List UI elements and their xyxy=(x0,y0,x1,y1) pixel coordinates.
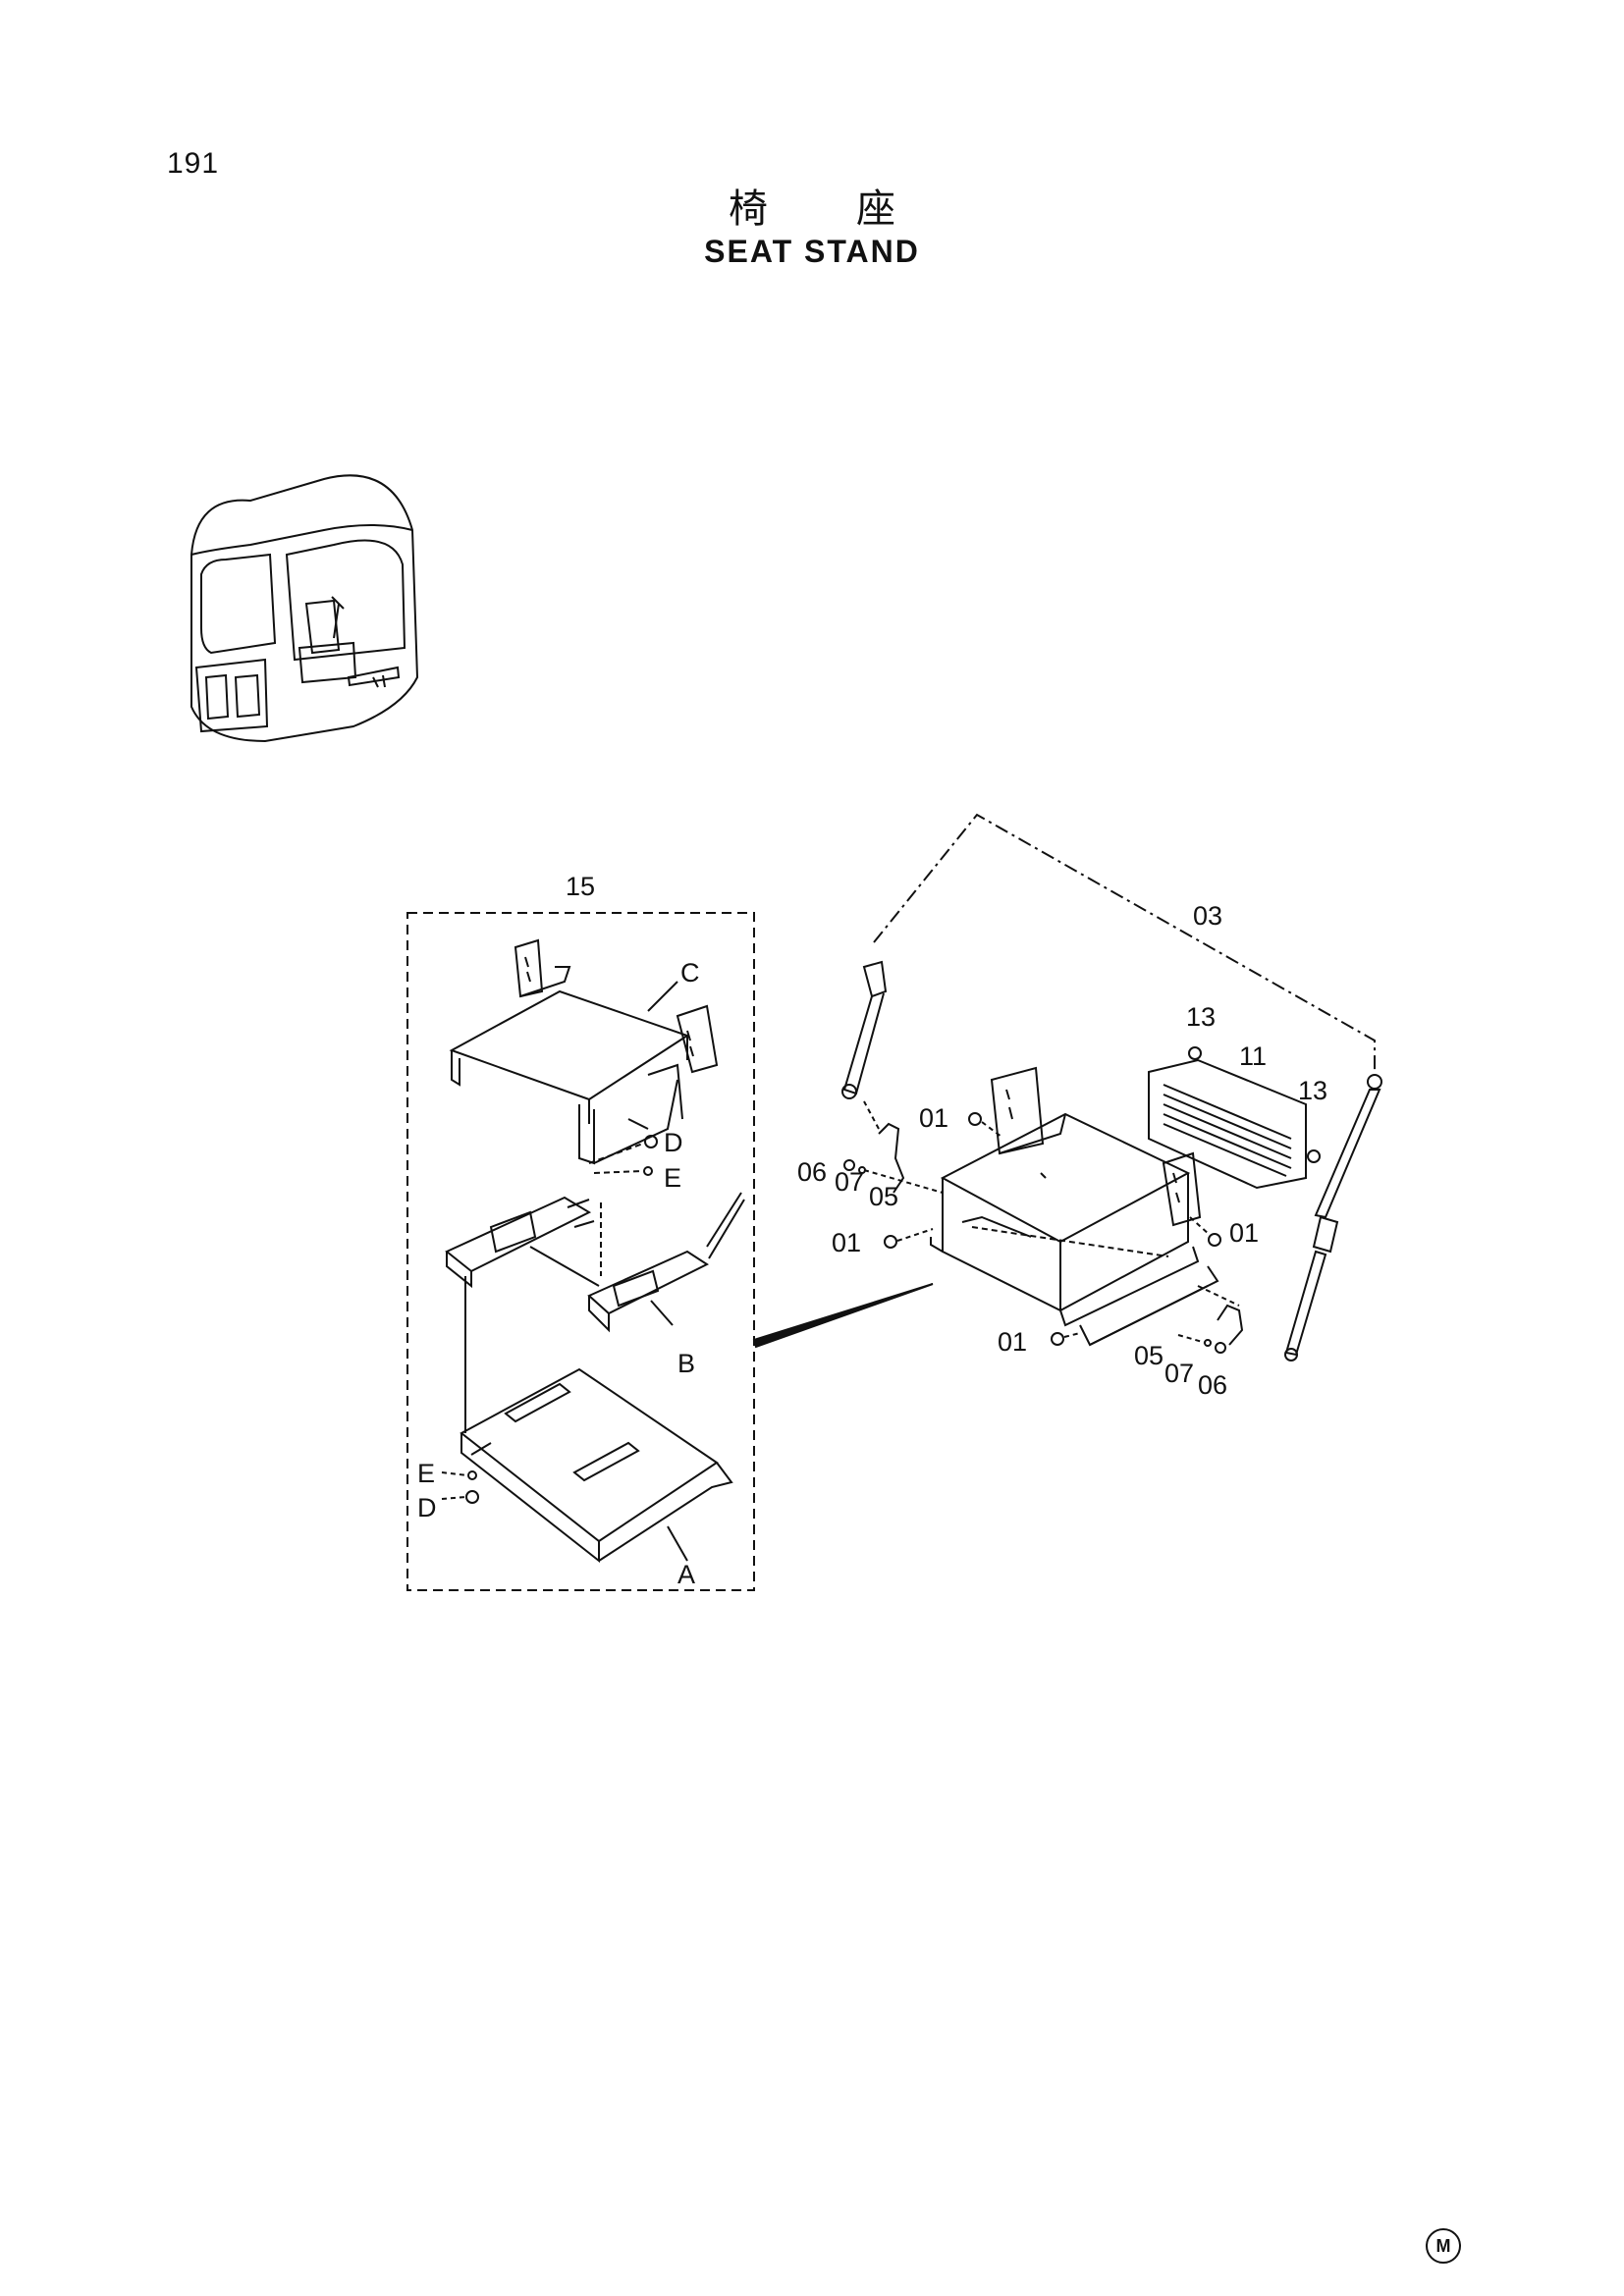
right-gas-spring xyxy=(1284,1074,1382,1362)
label-b: B xyxy=(677,1349,695,1378)
bracket-05-right xyxy=(1217,1304,1244,1346)
bolt-01-mid-left xyxy=(884,1235,897,1249)
label-06-right: 06 xyxy=(1198,1370,1227,1400)
upper-seat-stand-c xyxy=(449,938,719,1165)
label-13-top: 13 xyxy=(1186,1002,1216,1032)
label-a: A xyxy=(677,1560,695,1589)
label-05-right: 05 xyxy=(1134,1341,1164,1370)
label-07-right: 07 xyxy=(1164,1359,1194,1388)
fastener-e-lower xyxy=(467,1470,477,1480)
manufacturer-logo: M xyxy=(1426,2228,1461,2264)
page-number: 191 xyxy=(167,147,220,180)
label-d-upper: D xyxy=(664,1128,683,1157)
fastener-d-lower xyxy=(465,1490,479,1504)
title-english: SEAT STAND xyxy=(704,234,920,269)
fastener-d-upper xyxy=(644,1135,658,1148)
nut-13-right xyxy=(1307,1149,1321,1163)
bolt-01-top xyxy=(968,1112,982,1126)
title-jp-char-1: 椅 xyxy=(729,187,768,232)
leader-03 xyxy=(873,813,1376,1070)
assembly-15-dashed-frame xyxy=(406,912,755,1591)
nut-13-top xyxy=(1188,1046,1202,1060)
title-jp-char-2: 座 xyxy=(856,187,895,232)
label-e-lower: E xyxy=(417,1459,435,1488)
cab-overview-illustration xyxy=(190,474,419,743)
label-01-mid-left: 01 xyxy=(832,1228,861,1257)
bolt-06-left xyxy=(843,1159,855,1171)
left-gas-spring xyxy=(841,960,888,1099)
bolt-06-right xyxy=(1215,1342,1226,1354)
label-06-left: 06 xyxy=(797,1157,827,1187)
label-01-mid-right: 01 xyxy=(1229,1218,1259,1248)
label-07-left: 07 xyxy=(835,1167,864,1197)
label-01-top: 01 xyxy=(919,1103,948,1133)
label-01-bottom: 01 xyxy=(998,1327,1027,1357)
label-05-left: 05 xyxy=(869,1182,898,1211)
slide-rails-b xyxy=(445,1192,745,1333)
label-d-lower: D xyxy=(417,1493,437,1522)
label-15: 15 xyxy=(566,872,595,901)
bolt-01-mid-right xyxy=(1208,1233,1221,1247)
base-plate-a xyxy=(460,1276,733,1564)
fastener-e-upper xyxy=(643,1166,653,1176)
label-03: 03 xyxy=(1193,901,1222,931)
assembly-pointer xyxy=(752,1283,934,1349)
label-e-upper: E xyxy=(664,1163,681,1193)
label-c: C xyxy=(680,958,700,988)
grille-11 xyxy=(1148,1058,1307,1190)
bolt-01-bottom xyxy=(1051,1332,1064,1346)
label-13-right: 13 xyxy=(1298,1076,1327,1105)
title-japanese: 椅座 xyxy=(0,177,1624,234)
main-seat-stand-box xyxy=(930,1066,1219,1347)
label-11: 11 xyxy=(1239,1041,1267,1071)
